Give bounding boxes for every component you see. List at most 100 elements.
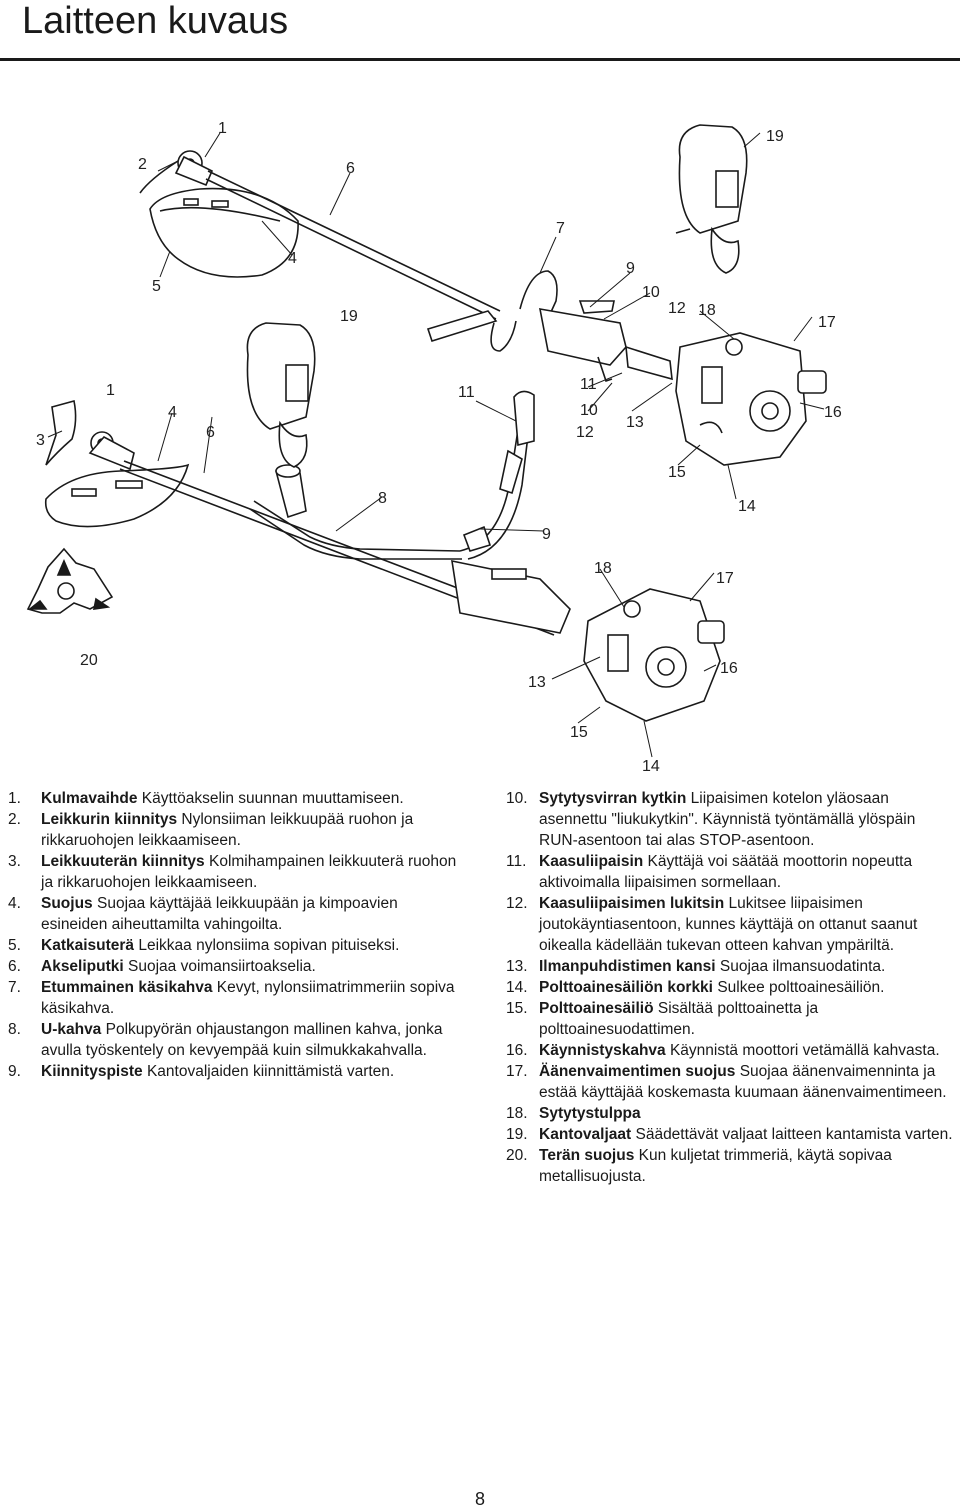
callout-label: 19 [340, 308, 358, 325]
legend-item-description: Lukitsee liipaisimen joutokäyntiasentoon… [539, 895, 918, 954]
legend-item-number: 3. [8, 853, 21, 870]
legend-item: 13.Ilmanpuhdistimen kansi Suojaa ilmansu… [506, 956, 954, 977]
legend-item-description: Kantovaljaiden kiinnittämistä varten. [146, 1063, 395, 1080]
legend-item-description: Liipaisimen kotelon yläosaan asennettu "… [539, 790, 916, 849]
legend-item-term: Sytytystulppa [539, 1105, 641, 1122]
legend-item-number: 19. [506, 1126, 528, 1143]
legend-item: 20. Terän suojus Kun kuljetat trimmeriä, … [506, 1145, 954, 1187]
legend-item: 17.Äänenvaimentimen suojus Suojaa äänenv… [506, 1061, 954, 1103]
legend-item-number: 2. [8, 811, 21, 828]
legend-item-term: Leikkurin kiinnitys [41, 811, 178, 828]
legend-item-term: Akseliputki [41, 958, 124, 975]
callout-label: 4 [288, 250, 297, 267]
callout-label: 11 [458, 384, 475, 401]
callout-label: 1 [106, 382, 115, 399]
legend-item: 12. Kaasuliipaisimen lukitsin Lukitsee li… [506, 893, 954, 956]
legend-item-description: Käyttäjä voi säätää moottorin nopeutta a… [539, 853, 913, 891]
legend-item-term: Sytytysvirran kytkin [539, 790, 687, 807]
legend-item-term: Kulmavaihde [41, 790, 138, 807]
callout-label: 13 [626, 414, 644, 431]
legend-item-description: Suojaa voimansiirtoakselia. [128, 958, 316, 975]
callout-label: 16 [824, 404, 842, 421]
callout-label: 20 [80, 652, 98, 669]
legend-item: 15.Polttoainesäiliö Sisältää polttoainet… [506, 998, 954, 1040]
callout-label: 16 [720, 660, 738, 677]
legend-item-number: 16. [506, 1042, 528, 1059]
legend-item-number: 12. [506, 895, 528, 912]
callout-label: 17 [818, 314, 836, 331]
legend-item-description: Leikkaa nylonsiima sopivan pituiseksi. [138, 937, 400, 954]
callout-label: 15 [668, 464, 686, 481]
legend-item: 7. Etummainen käsikahva Kevyt, nylonsiima… [8, 977, 463, 1019]
legend-item-number: 14. [506, 979, 528, 996]
legend-item-term: Ilmanpuhdistimen kansi [539, 958, 716, 975]
legend-item-description: Kevyt, nylonsiimatrimmeriin sopiva käsik… [41, 979, 455, 1017]
legend-item-description: Kun kuljetat trimmeriä, käytä sopivaa me… [539, 1147, 892, 1185]
callout-label: 12 [668, 300, 686, 317]
callout-label: 2 [138, 156, 147, 173]
callout-label: 14 [738, 498, 756, 515]
legend-item-number: 17. [506, 1063, 528, 1080]
legend-item-number: 7. [8, 979, 21, 996]
legend-item: 11. Kaasuliipaisin Käyttäjä voi säätää mo… [506, 851, 954, 893]
legend-item-term: Suojus [41, 895, 93, 912]
callout-numbers: 1 2 6 19 7 9 10 12 18 17 5 4 19 11 11 10… [36, 120, 842, 775]
page-title: Laitteen kuvaus [22, 0, 289, 42]
legend-item-term: Kantovaljaat [539, 1126, 632, 1143]
legend-item-number: 20. [506, 1147, 528, 1164]
legend-item-term: Etummainen käsikahva [41, 979, 213, 996]
legend-item-term: Kaasuliipaisin [539, 853, 644, 870]
legend-item-description: Sulkee polttoainesäiliön. [717, 979, 885, 996]
legend-item-term: Kaasuliipaisimen lukitsin [539, 895, 725, 912]
legend-item-description: Käyttöakselin suunnan muuttamiseen. [141, 790, 404, 807]
lower-trimmer-drawing [26, 322, 725, 722]
legend-left-column: 1. Kulmavaihde Käyttöakselin suunnan muut… [8, 788, 463, 1082]
legend-item-description: Säädettävät valjaat laitteen kantamista … [635, 1126, 953, 1143]
legend-item-term: Leikkuuterän kiinnitys [41, 853, 205, 870]
callout-label: 1 [218, 120, 227, 137]
title-rule [0, 58, 960, 61]
legend-item-number: 1. [8, 790, 21, 807]
legend-item: 14.Polttoainesäiliön korkki Sulkee poltt… [506, 977, 954, 998]
callout-label: 6 [346, 160, 355, 177]
callout-label: 18 [594, 560, 612, 577]
callout-label: 9 [626, 260, 635, 277]
legend-item-description: Nylonsiiman leikkuupää ruohon ja rikkaru… [41, 811, 414, 849]
legend-item: 4.Suojus Suojaa käyttäjää leikkuupään ja… [8, 893, 463, 935]
legend-item-description: Kolmihampainen leikkuuterä ruohon ja rik… [41, 853, 457, 891]
callout-label: 15 [570, 724, 588, 741]
callout-label: 4 [168, 404, 177, 421]
callout-label: 13 [528, 674, 546, 691]
callout-label: 7 [556, 220, 565, 237]
legend-right-column: 10. Sytytysvirran kytkin Liipaisimen kote… [506, 788, 954, 1187]
upper-trimmer-drawing [139, 124, 827, 466]
callout-label: 19 [766, 128, 784, 145]
callout-label: 6 [206, 424, 215, 441]
legend-item: 18. Sytytystulppa [506, 1103, 954, 1124]
legend-item-number: 11. [506, 853, 527, 870]
legend-item-term: Kiinnityspiste [41, 1063, 143, 1080]
legend-item-number: 9. [8, 1063, 21, 1080]
legend-item-number: 6. [8, 958, 21, 975]
leader-lines [47, 132, 825, 758]
callout-label: 5 [152, 278, 161, 295]
legend-item: 2. Leikkurin kiinnitys Nylonsiiman leikku… [8, 809, 463, 851]
callout-label: 10 [580, 402, 598, 419]
callout-label: 10 [642, 284, 660, 301]
legend-item-number: 18. [506, 1105, 528, 1122]
legend-item-number: 13. [506, 958, 528, 975]
callout-label: 11 [580, 376, 597, 393]
legend-item-term: Terän suojus [539, 1147, 635, 1164]
legend-item-number: 8. [8, 1021, 21, 1038]
legend-item-term: U-kahva [41, 1021, 102, 1038]
legend-item: 16.Käynnistyskahva Käynnistä moottori ve… [506, 1040, 954, 1061]
legend-item-number: 10. [506, 790, 528, 807]
page-number: 8 [474, 1489, 485, 1509]
legend-item-number: 15. [506, 1000, 528, 1017]
legend-item-description: Suojaa käyttäjää leikkuupään ja kimpoavi… [41, 895, 398, 933]
legend-item-description: Suojaa äänenvaimenninta ja estää käyttäj… [539, 1063, 947, 1101]
callout-label: 9 [542, 526, 551, 543]
legend-item-description: Käynnistä moottori vetämällä kahvasta. [669, 1042, 940, 1059]
legend-item-description: Polkupyörän ohjaustangon mallinen kahva,… [41, 1021, 443, 1059]
legend-item-description: Sisältää polttoainetta ja polttoainesuod… [539, 1000, 819, 1038]
